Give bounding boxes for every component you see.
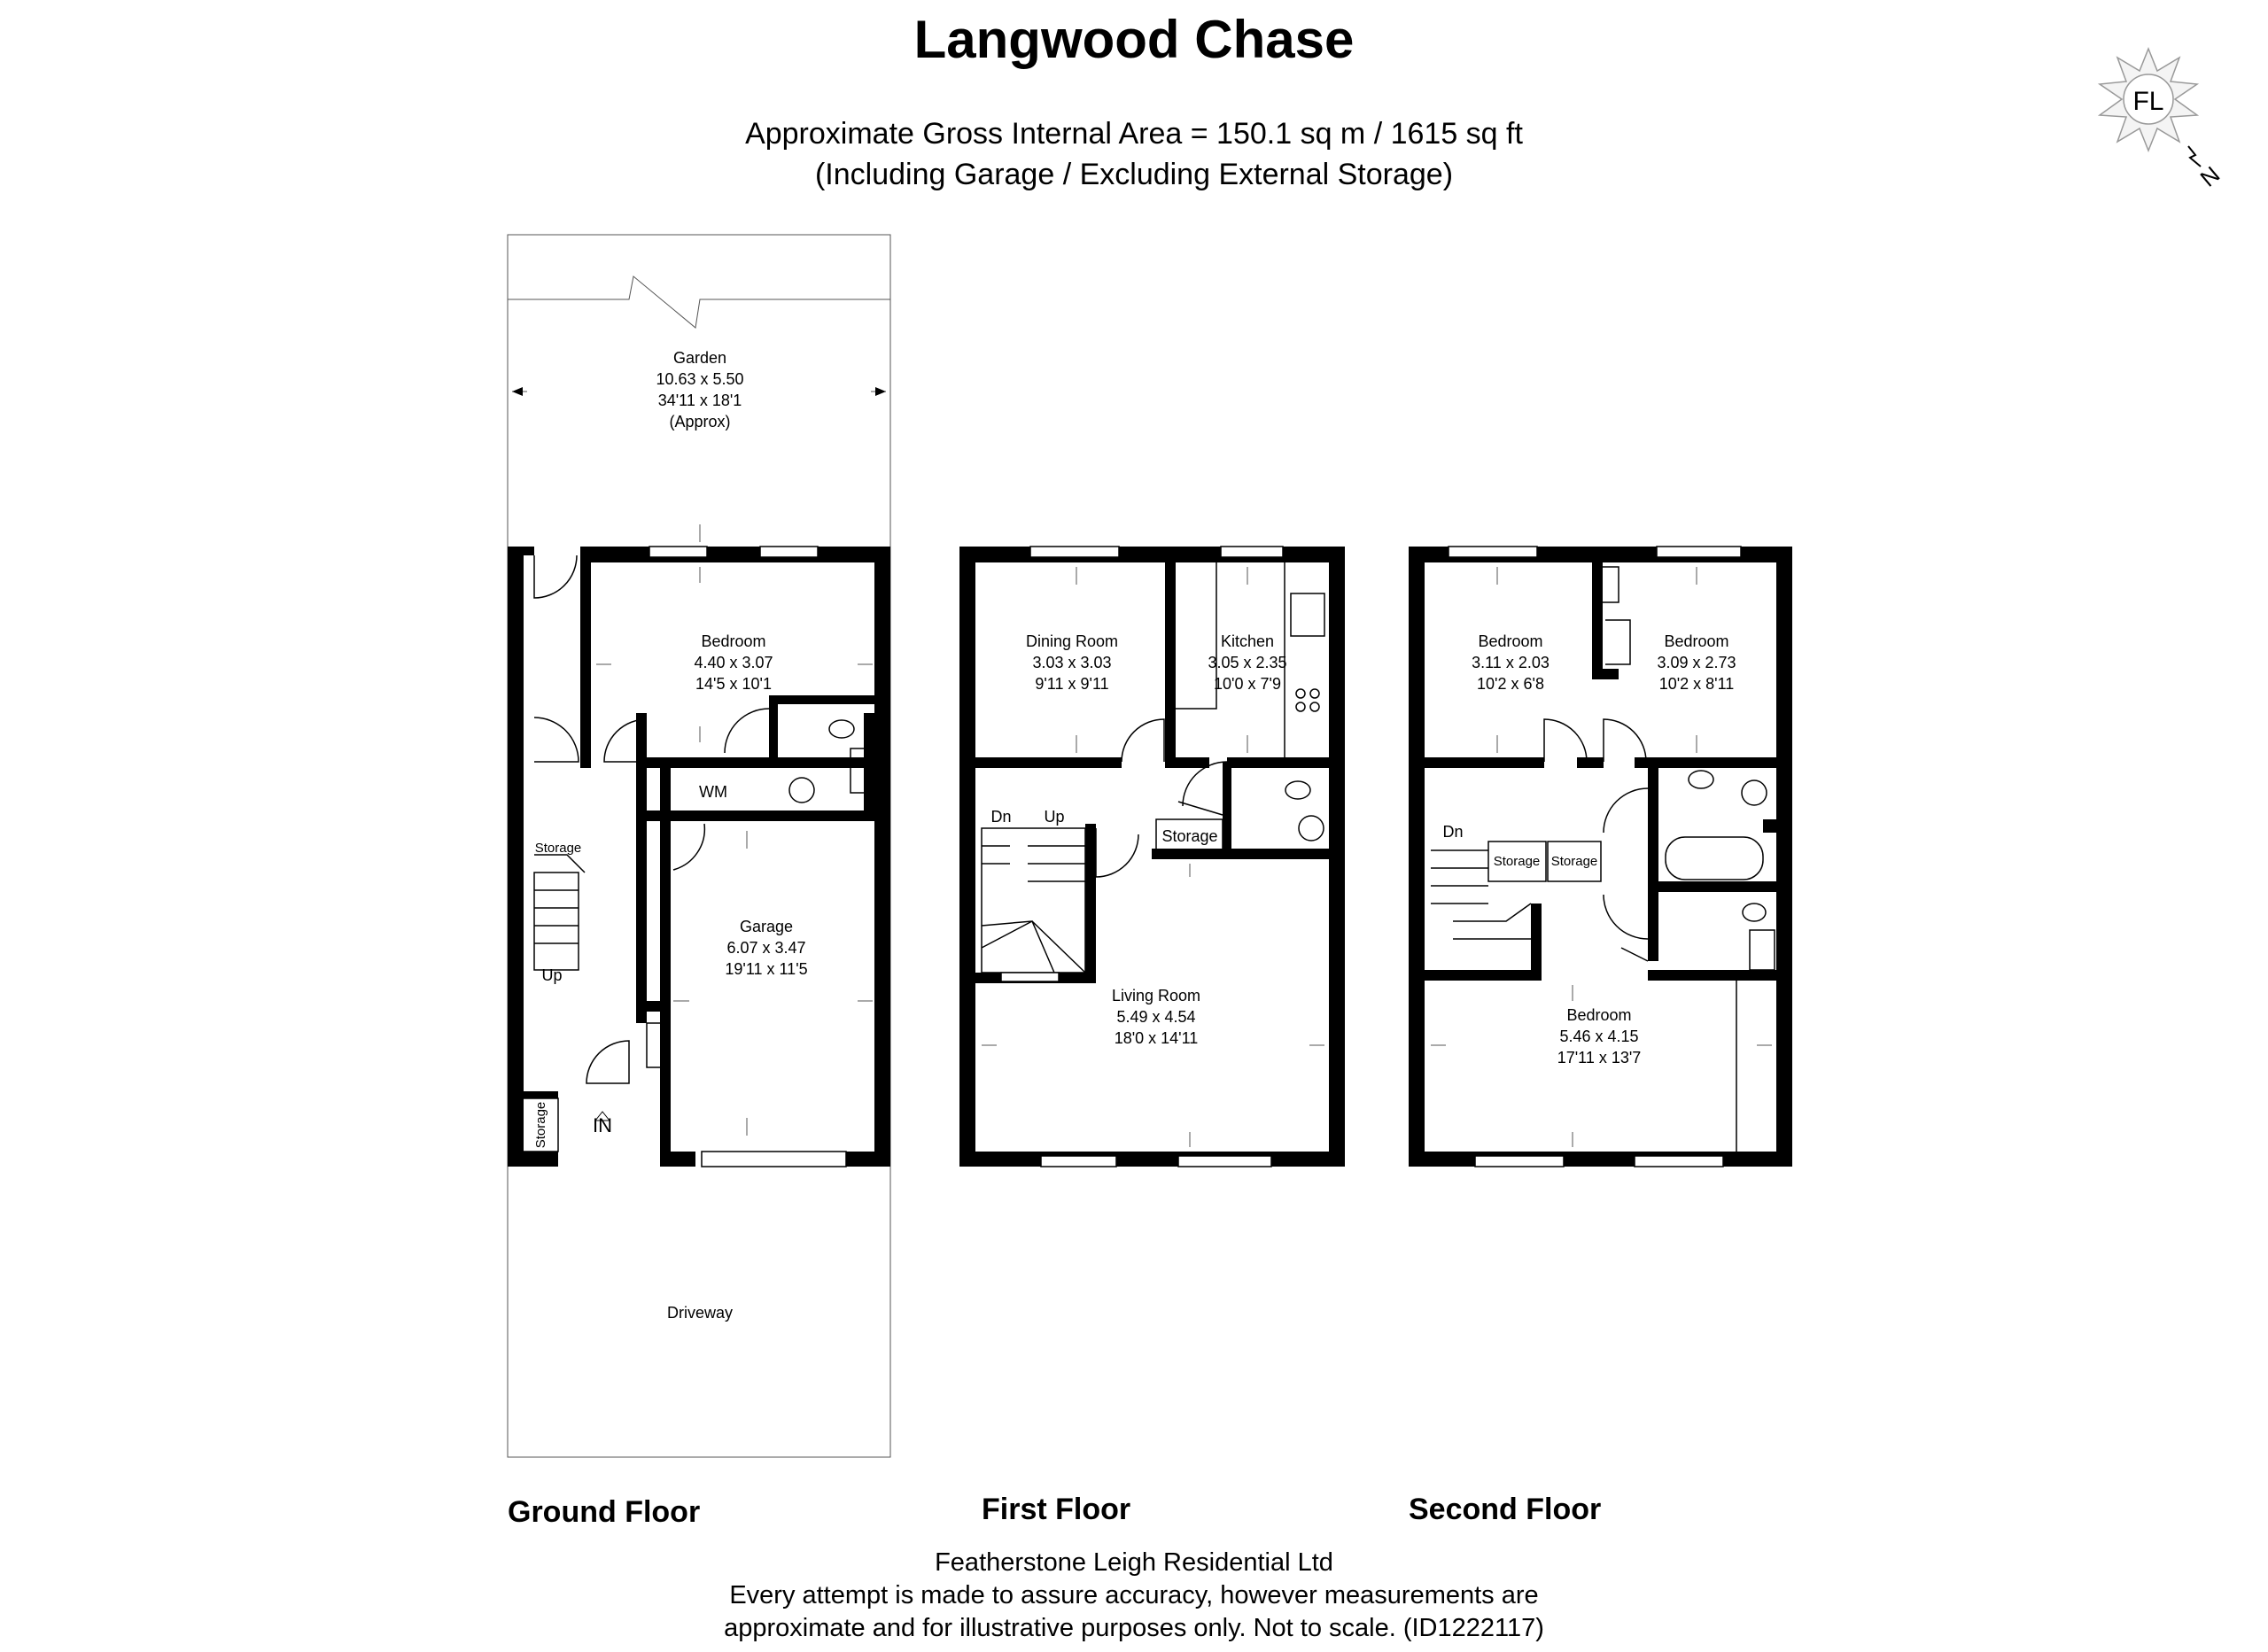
second-storage-b-label: Storage [1551, 854, 1598, 869]
garage-name: Garage [740, 918, 793, 935]
ground-bedroom-name: Bedroom [701, 632, 765, 650]
second-bedroom-left-metric: 3.11 x 2.03 [1472, 654, 1550, 671]
kitchen-name: Kitchen [1221, 632, 1274, 650]
main-bedroom-imperial: 17'11 x 13'7 [1557, 1049, 1642, 1066]
ground-floor-label: Ground Floor [508, 1495, 701, 1529]
plan-title: Langwood Chase [913, 10, 1355, 69]
garden-name: Garden [673, 349, 726, 367]
second-bedroom-left-name: Bedroom [1478, 632, 1542, 650]
living-imperial: 18'0 x 14'11 [1115, 1029, 1199, 1047]
first-storage-label: Storage [1161, 827, 1217, 845]
gross-area-line: Approximate Gross Internal Area = 150.1 … [745, 117, 1523, 151]
garden-break-line [508, 275, 890, 329]
compass-rose-icon: FL N [2097, 46, 2225, 192]
gross-area-note: (Including Garage / Excluding External S… [814, 158, 1454, 191]
entrance-label: IN [593, 1114, 612, 1136]
main-bedroom-metric: 5.46 x 4.15 [1559, 1028, 1638, 1045]
second-bedroom-right-name: Bedroom [1664, 632, 1728, 650]
ground-storage-label: Storage [535, 841, 582, 856]
dining-imperial: 9'11 x 9'11 [1035, 675, 1108, 693]
driveway-label: Driveway [667, 1304, 733, 1322]
garage-imperial: 19'11 x 11'5 [725, 960, 807, 978]
first-floor-label: First Floor [982, 1493, 1131, 1526]
first-staircase [981, 827, 1086, 982]
dining-metric: 3.03 x 3.03 [1032, 654, 1111, 671]
external-storage-label: Storage [533, 1102, 548, 1149]
compass-logo-text: FL [2132, 87, 2163, 116]
second-dn-label: Dn [1442, 823, 1463, 841]
kitchen-imperial: 10'0 x 7'9 [1214, 675, 1281, 693]
first-up-label: Up [1044, 808, 1064, 826]
second-floor-plan: Bedroom 3.11 x 2.03 10'2 x 6'8 Bedroom 3… [1409, 546, 1792, 1167]
second-bedroom-left-imperial: 10'2 x 6'8 [1477, 675, 1544, 693]
living-metric: 5.49 x 4.54 [1116, 1008, 1195, 1026]
garden-imperial: 34'11 x 18'1 [658, 392, 742, 409]
footer-company: Featherstone Leigh Residential Ltd [935, 1548, 1333, 1577]
ground-bedroom-imperial: 14'5 x 10'1 [695, 675, 772, 693]
ground-floor-plan: Garden 10.63 x 5.50 34'11 x 18'1 (Approx… [507, 234, 891, 1458]
living-name: Living Room [1112, 987, 1200, 1004]
second-staircase [1431, 849, 1532, 940]
ground-staircase [533, 854, 586, 971]
main-bedroom-name: Bedroom [1566, 1006, 1631, 1024]
footer-disclaimer-2: approximate and for illustrative purpose… [724, 1614, 1544, 1642]
second-floor-label: Second Floor [1409, 1493, 1602, 1526]
ground-up-label: Up [541, 966, 562, 984]
ground-bedroom-metric: 4.40 x 3.07 [694, 654, 773, 671]
wm-label: WM [699, 783, 727, 801]
first-floor-plan: Dining Room 3.03 x 3.03 9'11 x 9'11 Kitc… [959, 546, 1345, 1167]
garage-metric: 6.07 x 3.47 [726, 939, 805, 957]
footer-disclaimer-1: Every attempt is made to assure accuracy… [729, 1581, 1539, 1609]
garden-metric: 10.63 x 5.50 [656, 370, 743, 388]
second-bedroom-right-imperial: 10'2 x 8'11 [1659, 675, 1735, 693]
second-bedroom-right-metric: 3.09 x 2.73 [1657, 654, 1736, 671]
first-dn-label: Dn [990, 808, 1011, 826]
second-storage-a-label: Storage [1494, 854, 1541, 869]
dining-name: Dining Room [1026, 632, 1118, 650]
garden-note: (Approx) [669, 413, 730, 430]
kitchen-metric: 3.05 x 2.35 [1208, 654, 1286, 671]
